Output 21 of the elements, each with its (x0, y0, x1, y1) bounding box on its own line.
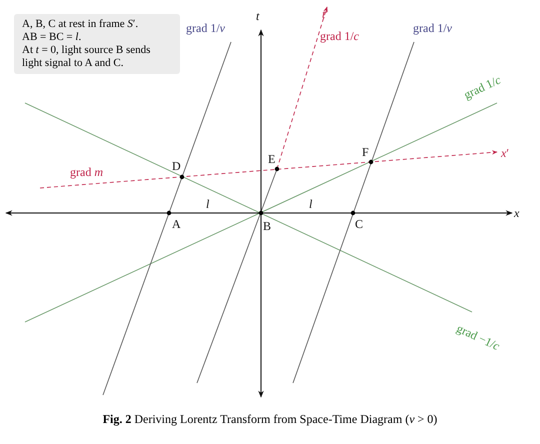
point-label: A (172, 218, 181, 231)
point-label: B (263, 220, 272, 233)
axis-label: x′ (501, 147, 509, 160)
slope-label: grad 1/c (462, 74, 503, 102)
slope-label: grad m (70, 166, 103, 179)
point-label: F (362, 146, 369, 159)
axis-label: t (256, 10, 260, 23)
note-text: At t = 0, light source B sends light signal to A and C. (22, 44, 152, 70)
length-label: l (206, 198, 210, 211)
slope-label: grad 1/v (186, 22, 225, 35)
point-label: E (268, 153, 276, 166)
note-text: AB = BC = l. (22, 31, 82, 44)
point-label: C (355, 218, 364, 231)
slope-label: grad −1/c (454, 322, 502, 354)
slope-label: grad 1/c (320, 30, 359, 43)
slope-label: grad 1/v (413, 22, 452, 35)
figure-caption: Fig. 2 Deriving Lorentz Transform from Space-Time Diagram (v > 0) (102, 412, 438, 426)
note-text: A, B, C at rest in frame S′. (22, 18, 140, 31)
length-label: l (309, 198, 312, 211)
axis-label: x (514, 207, 520, 220)
point-label: D (172, 160, 181, 173)
